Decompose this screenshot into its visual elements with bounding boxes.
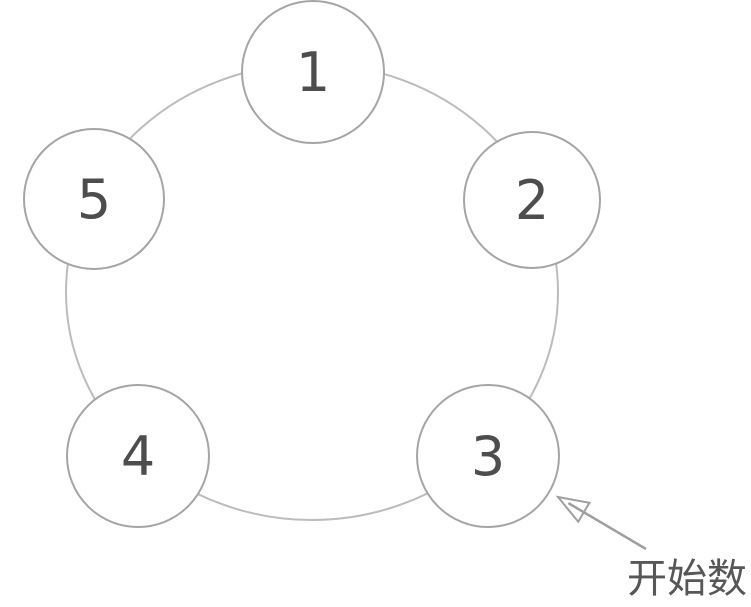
node-number-1: 1 <box>296 41 330 104</box>
node-circle-2 <box>463 131 601 269</box>
node-circle-4 <box>66 384 210 528</box>
arrow-layer <box>555 495 647 551</box>
node-circle-3 <box>416 384 560 528</box>
node-number-5: 5 <box>77 168 111 231</box>
arrow-head-icon <box>555 495 592 524</box>
arrow-shaft <box>567 502 647 551</box>
start-counting-label: 开始数 <box>627 556 747 602</box>
node-circle-1 <box>241 0 385 144</box>
nodes-layer: 1 2 3 4 5 <box>23 0 601 528</box>
node-number-2: 2 <box>515 169 549 232</box>
label-layer: 开始数 <box>627 556 747 602</box>
node-number-4: 4 <box>121 425 155 488</box>
node-circle-5 <box>23 128 165 270</box>
node-number-3: 3 <box>471 425 505 488</box>
